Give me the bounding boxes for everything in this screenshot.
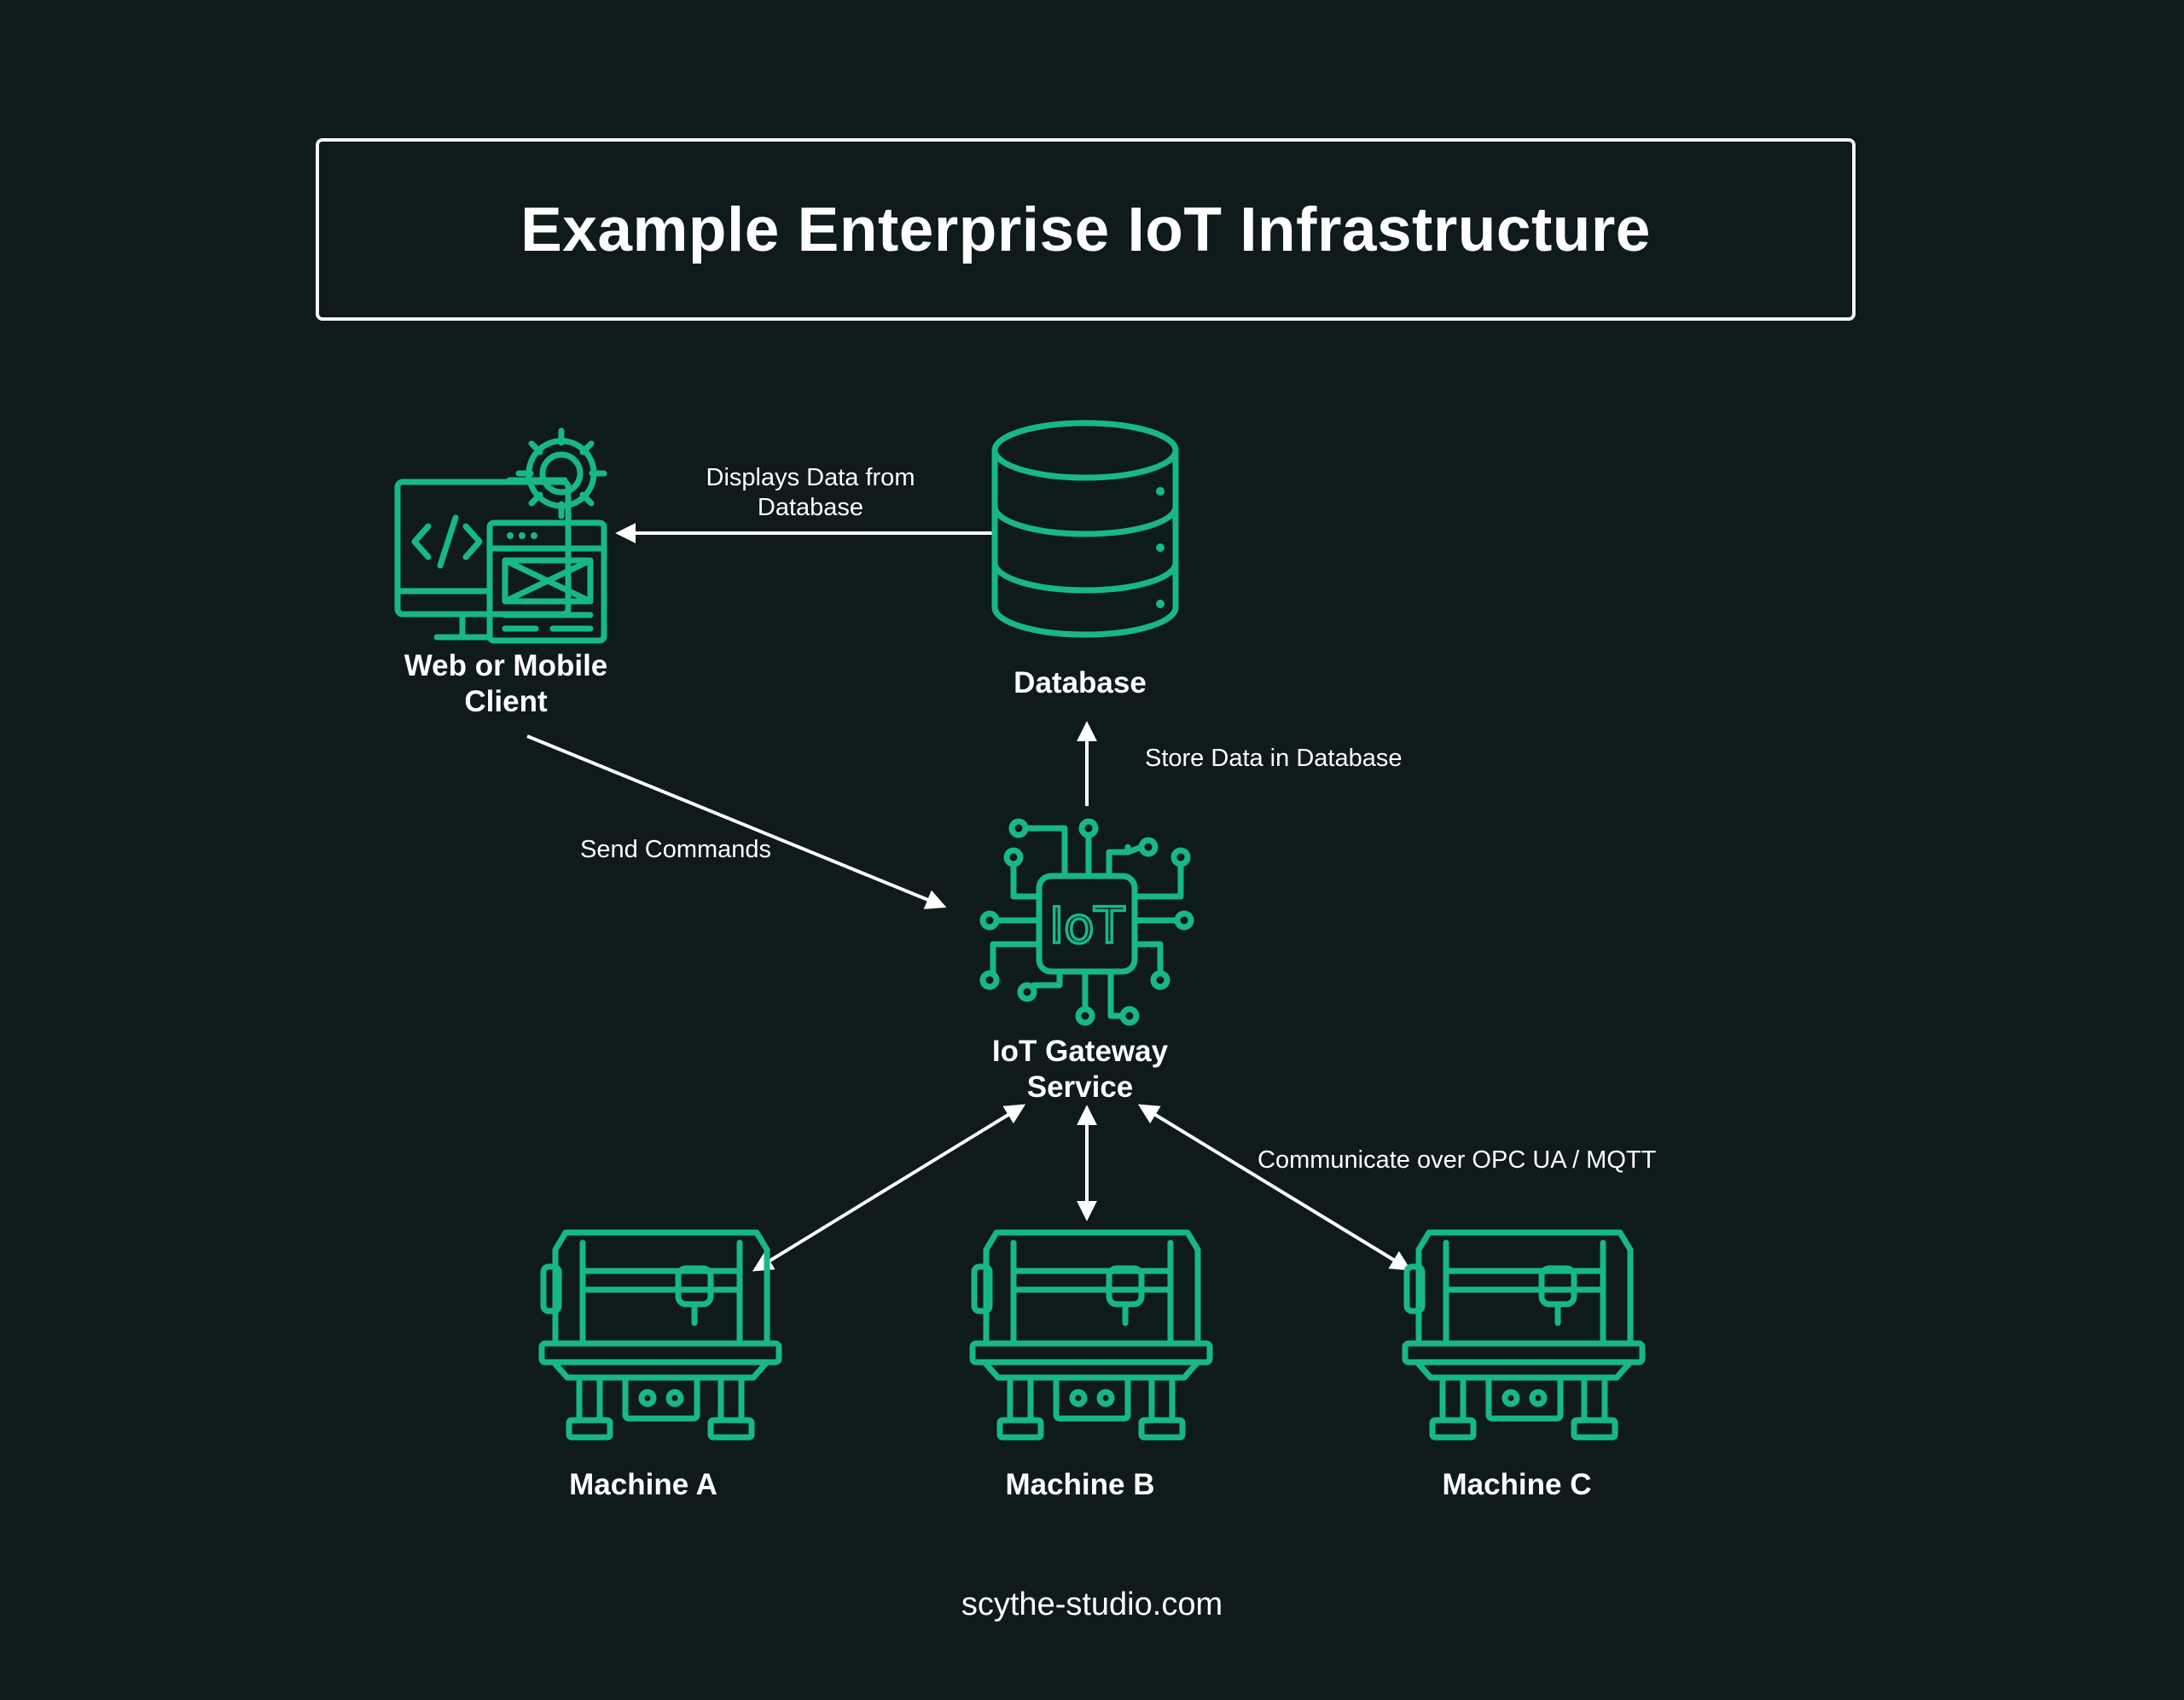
edge-label-displays-data: Displays Data from Database <box>678 463 943 523</box>
machine-a-label: Machine A <box>569 1468 717 1501</box>
machine-c-icon <box>1405 1233 1642 1437</box>
web-client-icon <box>394 427 607 644</box>
edge-label-send-commands: Send Commands <box>580 836 772 863</box>
client-label-line1: Web or Mobile <box>404 649 608 682</box>
machine-b-icon <box>973 1233 1210 1437</box>
gateway-label-line1: IoT Gateway <box>991 1035 1169 1068</box>
page-title: Example Enterprise IoT Infrastructure <box>520 194 1651 264</box>
client-label-line2: Client <box>464 685 548 718</box>
arrow-gateway-machine-c <box>1137 1104 1412 1271</box>
arrow-client-to-gateway <box>526 734 947 909</box>
edge-label-displays-line1: Displays Data from <box>706 464 915 491</box>
iot-chip-icon: IoT <box>979 818 1194 1026</box>
machine-c-label: Machine C <box>1442 1468 1592 1501</box>
machine-b-label: Machine B <box>1005 1468 1155 1501</box>
chip-text: IoT <box>1049 896 1125 954</box>
footer-site: scythe-studio.com <box>961 1587 1223 1622</box>
edge-label-displays-line2: Database <box>757 494 864 521</box>
edge-label-communicate: Communicate over OPC UA / MQTT <box>1258 1146 1657 1174</box>
database-label: Database <box>1014 666 1147 699</box>
client-label: Web or Mobile Client <box>327 648 685 720</box>
title-box: Example Enterprise IoT Infrastructure <box>316 138 1856 321</box>
edge-label-store-data: Store Data in Database <box>1145 745 1403 772</box>
machine-a-icon <box>542 1233 779 1437</box>
gateway-label-line2: Service <box>1026 1070 1134 1104</box>
database-icon <box>991 420 1179 638</box>
gateway-label: IoT Gateway Service <box>901 1034 1259 1105</box>
arrow-gateway-machine-a <box>752 1104 1026 1272</box>
